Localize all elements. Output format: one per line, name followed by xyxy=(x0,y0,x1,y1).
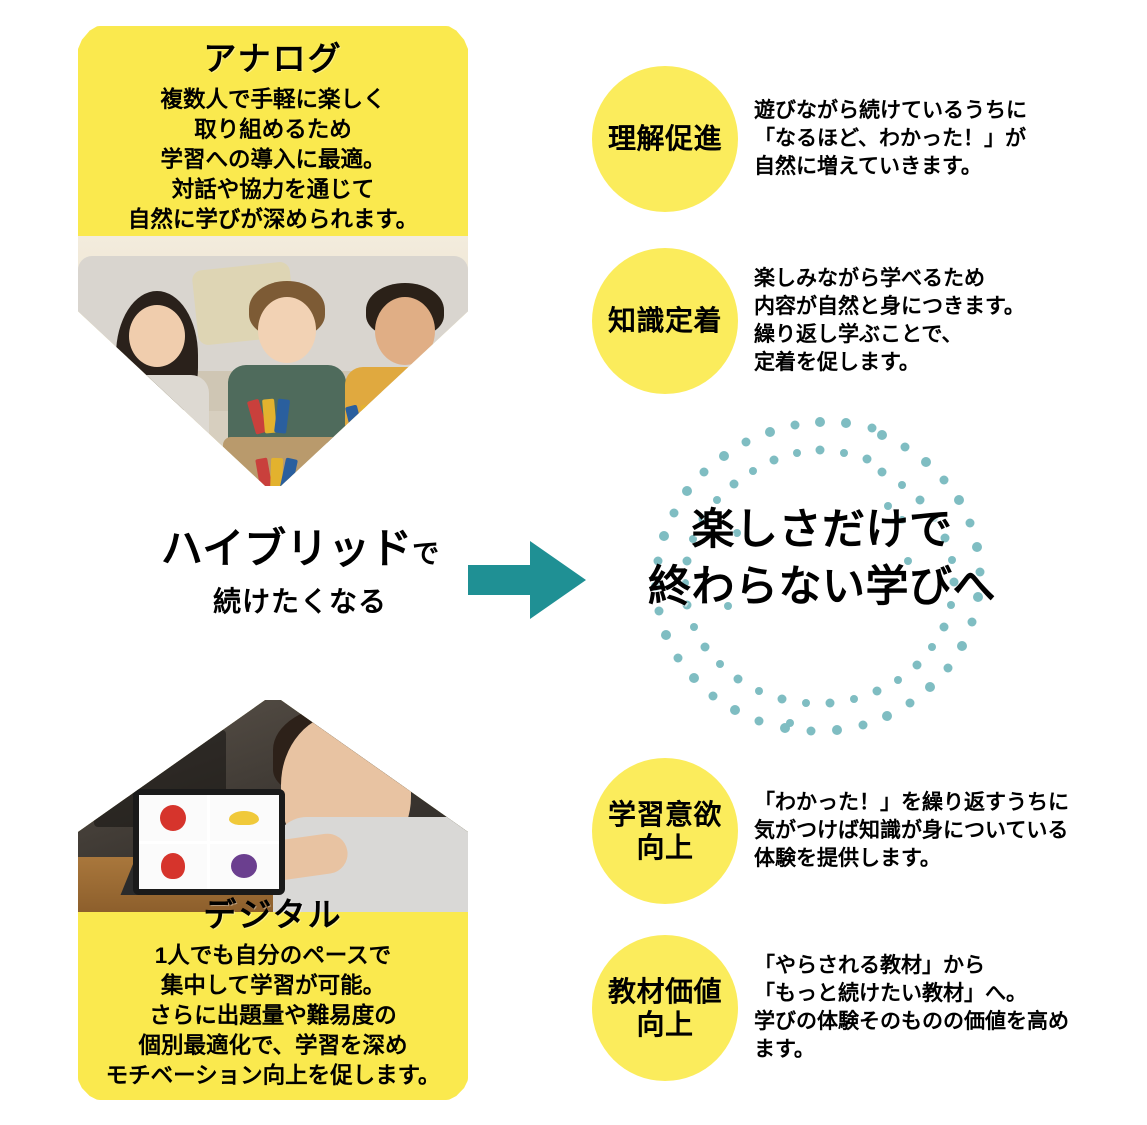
analog-body-line: 対話や協力を通じて xyxy=(171,176,375,202)
digital-body-line: 集中して学習が可能。 xyxy=(160,972,386,998)
digital-card-title: デジタル xyxy=(203,896,343,933)
analog-card-body: 複数人で手軽に楽しく 取り組めるため 学習への導入に最適。 対話や協力を通じて … xyxy=(78,85,468,235)
digital-body-line: 1人でも自分のペースで xyxy=(154,942,392,968)
benefit-desc-line: 定着を促します。 xyxy=(754,351,920,375)
benefit-label-line: 理解促進 xyxy=(607,123,722,155)
tablet-illustration xyxy=(132,789,285,896)
benefit-desc-line: 内容が自然と身につきます。 xyxy=(754,294,1025,318)
benefit-item: 理解促進 遊びながら続けているうちに 「なるほど、わかった！」が 自然に増えてい… xyxy=(592,66,1027,212)
analog-body-line: 取り組めるため xyxy=(194,116,352,142)
benefit-label-line: 向上 xyxy=(636,832,694,863)
digital-body-line: 個別最適化で、学習を深め xyxy=(138,1032,408,1058)
digital-card-photo xyxy=(78,700,468,912)
benefit-label-line: 向上 xyxy=(636,1009,694,1040)
headline-text: 楽しさだけで 終わらない学びへ xyxy=(612,502,1032,616)
headline-block: 楽しさだけで 終わらない学びへ xyxy=(640,410,1000,740)
hybrid-line-1: ハイブリッドで xyxy=(110,515,490,576)
benefit-item: 知識定着 楽しみながら学べるため 内容が自然と身につきます。 繰り返し学ぶことで… xyxy=(592,248,1025,394)
dotted-circle-icon xyxy=(651,417,985,736)
benefit-desc-line: 学びの体験そのものの価値を高め xyxy=(754,1010,1069,1033)
benefit-description: 遊びながら続けているうちに 「なるほど、わかった！」が 自然に増えていきます。 xyxy=(754,97,1027,181)
hybrid-tagline: ハイブリッドで 続けたくなる xyxy=(110,515,490,620)
benefit-item: 教材価値 向上 「やらされる教材」から 「もっと続けたい教材」へ。 学びの体験そ… xyxy=(592,935,1069,1081)
benefit-desc-line: 楽しみながら学べるため xyxy=(754,266,985,290)
benefit-desc-line: 「わかった！」を繰り返すうちに xyxy=(754,790,1069,814)
benefit-description: 楽しみながら学べるため 内容が自然と身につきます。 繰り返し学ぶことで、 定着を… xyxy=(754,265,1025,378)
benefit-bubble: 学習意欲 向上 xyxy=(592,758,738,904)
digital-body-line: さらに出題量や難易度の xyxy=(149,1002,397,1028)
benefit-desc-line: 「やらされる教材」から xyxy=(754,953,985,977)
benefit-label-line: 知識定着 xyxy=(607,305,722,337)
benefit-label-line: 学習意欲 xyxy=(607,798,722,830)
benefit-desc-line: ます。 xyxy=(754,1038,815,1062)
benefit-desc-line: 気がつけば知識が身についている xyxy=(754,818,1069,842)
headline-line-1: 楽しさだけで xyxy=(691,506,953,554)
analog-body-line: 自然に学びが深められます。 xyxy=(127,206,419,232)
benefit-description: 「わかった！」を繰り返すうちに 気がつけば知識が身についている 体験を提供します… xyxy=(754,789,1069,873)
analog-card-head: アナログ 複数人で手軽に楽しく 取り組めるため 学習への導入に最適。 対話や協力… xyxy=(78,26,468,235)
benefit-bubble: 知識定着 xyxy=(592,248,738,394)
digital-card-head: デジタル 1人でも自分のペースで 集中して学習が可能。 さらに出題量や難易度の … xyxy=(78,896,468,1091)
arrow-right-icon xyxy=(468,535,588,625)
analog-body-line: 学習への導入に最適。 xyxy=(160,146,386,172)
benefit-desc-line: 体験を提供します。 xyxy=(754,847,941,871)
analog-card-photo xyxy=(78,236,468,486)
benefit-desc-line: 「もっと続けたい教材」へ。 xyxy=(754,981,1027,1005)
headline-line-2: 終わらない学びへ xyxy=(648,563,996,612)
hybrid-suffix: で xyxy=(412,539,440,569)
benefit-desc-line: 自然に増えていきます。 xyxy=(754,155,982,179)
benefit-desc-line: 「なるほど、わかった！」が xyxy=(754,126,1026,150)
digital-card: デジタル 1人でも自分のペースで 集中して学習が可能。 さらに出題量や難易度の … xyxy=(78,700,468,1100)
analog-card-title: アナログ xyxy=(203,40,343,77)
hybrid-line-2: 続けたくなる xyxy=(212,586,387,617)
benefit-label: 教材価値 向上 xyxy=(608,975,722,1041)
benefit-bubble: 理解促進 xyxy=(592,66,738,212)
digital-card-body: 1人でも自分のペースで 集中して学習が可能。 さらに出題量や難易度の 個別最適化… xyxy=(78,941,468,1091)
digital-body-line: モチベーション向上を促します。 xyxy=(105,1062,441,1088)
benefit-desc-line: 遊びながら続けているうちに xyxy=(754,98,1027,122)
benefit-label: 知識定着 xyxy=(608,304,722,337)
benefit-desc-line: 繰り返し学ぶことで、 xyxy=(754,323,963,346)
hybrid-strong: ハイブリッド xyxy=(160,525,413,572)
benefit-description: 「やらされる教材」から 「もっと続けたい教材」へ。 学びの体験そのものの価値を高… xyxy=(754,952,1069,1065)
benefit-label: 学習意欲 向上 xyxy=(608,798,722,864)
benefit-label: 理解促進 xyxy=(608,122,722,155)
analog-body-line: 複数人で手軽に楽しく xyxy=(160,86,386,112)
benefit-label-line: 教材価値 xyxy=(607,975,722,1007)
benefit-item: 学習意欲 向上 「わかった！」を繰り返すうちに 気がつけば知識が身についている … xyxy=(592,758,1069,904)
analog-card: アナログ 複数人で手軽に楽しく 取り組めるため 学習への導入に最適。 対話や協力… xyxy=(78,26,468,486)
benefit-bubble: 教材価値 向上 xyxy=(592,935,738,1081)
